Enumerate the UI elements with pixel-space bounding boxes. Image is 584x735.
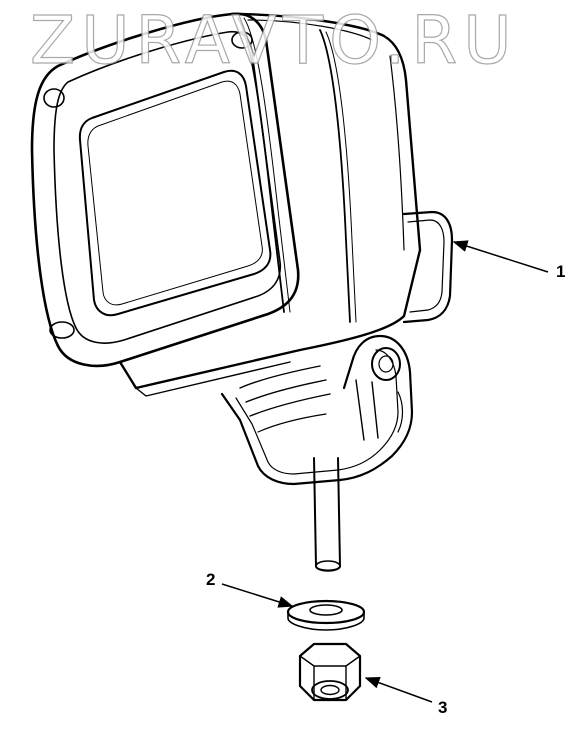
bezel-screw-top-left	[43, 88, 65, 108]
washer	[286, 599, 366, 631]
lamp-housing-bottom	[118, 248, 422, 390]
threaded-stud	[313, 457, 341, 572]
bracket-pivot-bolt	[371, 347, 401, 381]
bezel-screw-top-right	[231, 31, 253, 49]
watermark-text: ZURAVTO.RU	[29, 1, 518, 79]
lamp-lens	[78, 69, 272, 317]
mounting-bracket	[220, 334, 414, 486]
leader-1	[452, 240, 549, 273]
callout-label-3: 3	[438, 698, 448, 717]
connector-boss	[402, 210, 454, 324]
callout-leaders	[221, 240, 549, 703]
bezel-screw-bottom-left	[49, 321, 75, 339]
callout-label-2: 2	[206, 570, 216, 589]
leader-2	[221, 583, 294, 608]
lamp-housing-band-2	[319, 29, 351, 323]
leader-3	[364, 676, 433, 703]
lamp-front-bezel-inner	[53, 30, 282, 344]
lamp-housing-band-1	[237, 17, 285, 313]
hex-nut	[298, 642, 362, 702]
work-lamp-drawing	[30, 12, 454, 702]
callout-label-1: 1	[556, 262, 566, 281]
lamp-housing-top	[230, 12, 422, 252]
